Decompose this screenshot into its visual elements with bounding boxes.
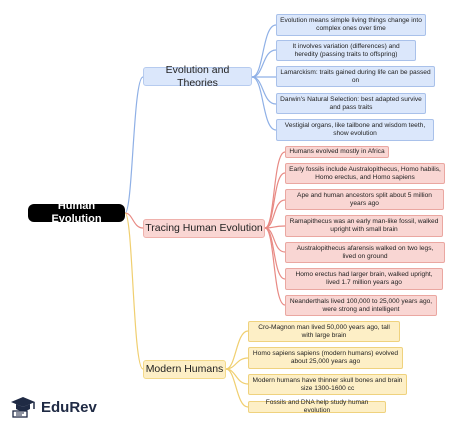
leaf-tracing-7[interactable]: Neanderthals lived 100,000 to 25,000 yea… [285,295,437,316]
connector-evolution-leaf-1 [251,24,277,78]
edurev-logo: EduRev [10,396,97,418]
connector-tracing-leaf-7 [264,227,286,306]
logo-text: EduRev [41,398,97,416]
connector-tracing-leaf-1 [264,151,286,229]
graduation-cap-icon [11,397,35,418]
branch-tracing-human-evolution[interactable]: Tracing Human Evolution [143,219,265,238]
leaf-evolution-3[interactable]: Lamarckism: traits gained during life ca… [276,66,435,87]
leaf-evolution-2[interactable]: It involves variation (differences) and … [276,40,416,61]
branch-modern-humans[interactable]: Modern Humans [143,360,226,379]
connector-evolution-leaf-2 [251,49,277,78]
leaf-evolution-1[interactable]: Evolution means simple living things cha… [276,14,426,36]
leaf-modern-2[interactable]: Homo sapiens sapiens (modern humans) evo… [248,347,403,369]
leaf-tracing-2[interactable]: Early fossils include Australopithecus, … [285,163,445,184]
connector-root-tracing [124,212,144,229]
connector-tracing-leaf-3 [264,199,286,229]
connector-evolution-leaf-5 [251,76,277,131]
leaf-evolution-5[interactable]: Vestigial organs, like tailbone and wisd… [276,119,434,141]
leaf-tracing-1[interactable]: Humans evolved mostly in Africa [285,146,389,158]
connector-tracing-leaf-2 [264,172,286,229]
leaf-tracing-3[interactable]: Ape and human ancestors split about 5 mi… [285,189,444,210]
connector-root-modern [124,212,144,370]
leaf-tracing-6[interactable]: Homo erectus had larger brain, walked up… [285,268,443,290]
root-node[interactable]: Human Evolution [28,200,125,225]
leaf-modern-3[interactable]: Modern humans have thinner skull bones a… [248,374,407,395]
connector-modern-leaf-1 [225,330,249,370]
connector-modern-leaf-4 [225,368,249,408]
leaf-evolution-4[interactable]: Darwin's Natural Selection: best adapted… [276,93,426,114]
leaf-tracing-4[interactable]: Ramapithecus was an early man-like fossi… [285,215,443,237]
branch-evolution-and-theories[interactable]: Evolution and Theories [143,64,252,89]
connector-evolution-leaf-4 [251,76,277,105]
leaf-tracing-5[interactable]: Australopithecus afarensis walked on two… [285,242,445,263]
leaf-modern-1[interactable]: Cro-Magnon man lived 50,000 years ago, t… [248,321,400,342]
connector-root-evolution [124,76,144,214]
leaf-modern-4[interactable]: Fossils and DNA help study human evoluti… [248,399,386,414]
